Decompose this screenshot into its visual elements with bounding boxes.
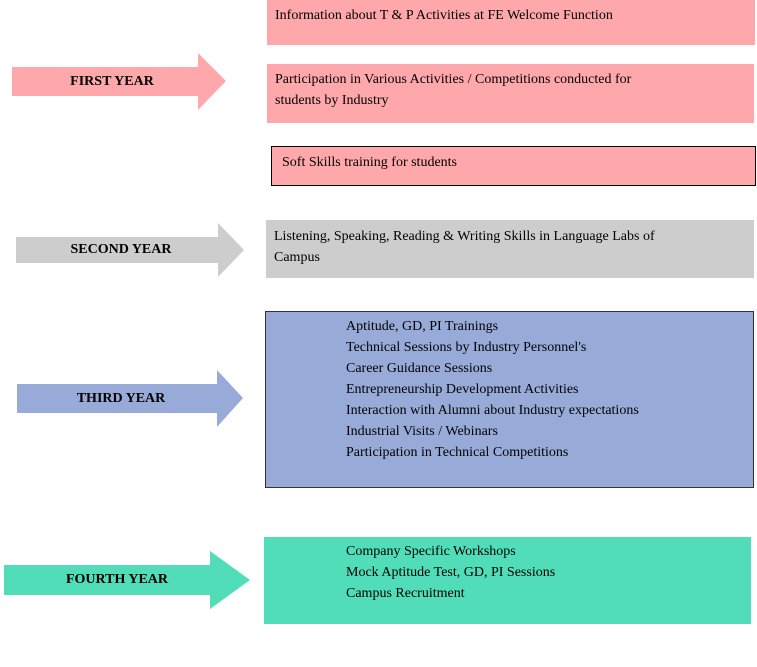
fourth-year-arrow-polygon	[4, 551, 250, 609]
third-year-arrow-shape	[17, 370, 243, 427]
second-year-arrow-shape	[16, 223, 244, 277]
first-year-arrow-polygon	[12, 53, 226, 110]
third-year-label: THIRD YEAR	[76, 391, 166, 406]
third-year-item: Participation in Technical Competitions	[346, 445, 569, 460]
third-year-item: Entrepreneurship Development Activities	[346, 382, 579, 397]
second-year-arrow: SECOND YEAR	[16, 223, 244, 277]
third-year-item: Industrial Visits / Webinars	[346, 424, 498, 439]
fourth-year-item: Mock Aptitude Test, GD, PI Sessions	[346, 565, 556, 580]
second-year-box: Listening, Speaking, Reading & Writing S…	[266, 220, 754, 278]
fourth-year-label: FOURTH YEAR	[65, 572, 169, 587]
first-year-arrow: FIRST YEAR	[12, 53, 226, 110]
first-year-box-participation-line1: Participation in Various Activities / Co…	[275, 72, 632, 87]
fourth-year-item: Campus Recruitment	[346, 586, 465, 601]
third-year-arrow-polygon	[17, 370, 243, 427]
second-year-label: SECOND YEAR	[70, 242, 172, 257]
fourth-year-box: Company Specific Workshops Mock Aptitude…	[264, 537, 751, 624]
third-year-box: Aptitude, GD, PI Trainings Technical Ses…	[265, 311, 754, 488]
third-year-arrow: THIRD YEAR	[17, 370, 243, 427]
first-year-box-soft-skills-text: Soft Skills training for students	[282, 155, 457, 170]
first-year-box-soft-skills: Soft Skills training for students	[271, 146, 756, 186]
fourth-year-item: Company Specific Workshops	[346, 544, 516, 559]
second-year-arrow-polygon	[16, 223, 244, 277]
first-year-box-welcome: Information about T & P Activities at FE…	[267, 0, 755, 45]
fourth-year-arrow-shape	[4, 551, 250, 609]
third-year-item: Career Guidance Sessions	[346, 361, 493, 376]
first-year-box-participation: Participation in Various Activities / Co…	[267, 64, 754, 123]
first-year-arrow-shape	[12, 53, 226, 110]
third-year-item: Aptitude, GD, PI Trainings	[346, 319, 499, 334]
second-year-box-line1: Listening, Speaking, Reading & Writing S…	[274, 229, 655, 244]
second-year-box-line2: Campus	[274, 250, 320, 265]
third-year-item: Interaction with Alumni about Industry e…	[346, 403, 639, 418]
third-year-item: Technical Sessions by Industry Personnel…	[346, 340, 587, 355]
first-year-box-participation-line2: students by Industry	[275, 93, 389, 108]
first-year-box-welcome-text: Information about T & P Activities at FE…	[275, 8, 613, 23]
first-year-label: FIRST YEAR	[70, 74, 154, 89]
fourth-year-arrow: FOURTH YEAR	[4, 551, 250, 609]
